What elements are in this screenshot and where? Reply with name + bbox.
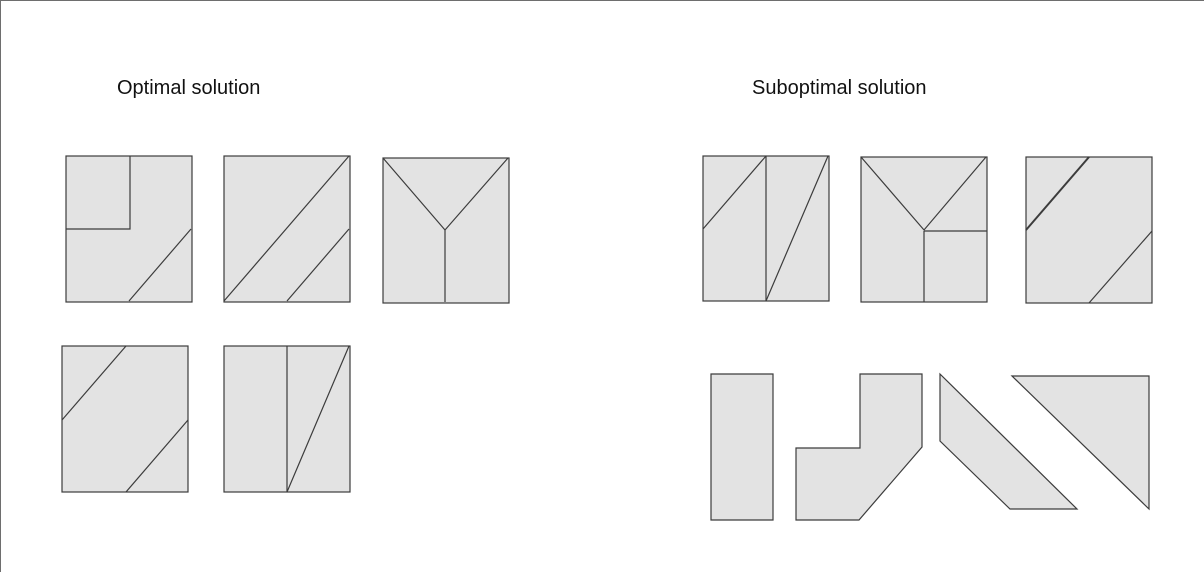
optimal-square-3 <box>382 157 510 304</box>
diagonal-cut-line <box>128 228 192 302</box>
trapezoid-piece <box>939 372 1079 510</box>
optimal-square-5 <box>223 345 351 493</box>
diagonal-cut-line <box>286 345 350 493</box>
optimal-square-2 <box>223 155 351 303</box>
diagonal-cut-line <box>1025 156 1090 231</box>
suboptimal-square-1 <box>702 155 830 302</box>
suboptimal-square-2 <box>860 156 988 303</box>
diagonal-cut-line <box>223 155 350 302</box>
square-outline <box>223 155 351 303</box>
optimal-solution-title: Optimal solution <box>117 77 261 99</box>
diagonal-cut-line <box>1088 230 1153 304</box>
diagonal-cut-line <box>125 419 189 493</box>
diagonal-cut-line <box>702 155 767 230</box>
triangle-piece <box>1010 375 1150 511</box>
diagonal-cut-line <box>61 345 127 421</box>
v-cut-line <box>860 156 987 231</box>
optimal-square-4 <box>61 345 189 493</box>
square-outline <box>1025 156 1153 304</box>
suboptimal-solution-title: Suboptimal solution <box>752 77 927 99</box>
square-outline <box>61 345 189 493</box>
l-cut-line <box>66 156 131 230</box>
l-shaped-piece <box>795 373 923 521</box>
suboptimal-square-3 <box>1025 156 1153 304</box>
rectangle-piece <box>710 373 774 521</box>
diagonal-cut-line <box>765 155 829 302</box>
diagonal-cut-line <box>286 228 350 302</box>
optimal-square-1 <box>65 155 193 303</box>
